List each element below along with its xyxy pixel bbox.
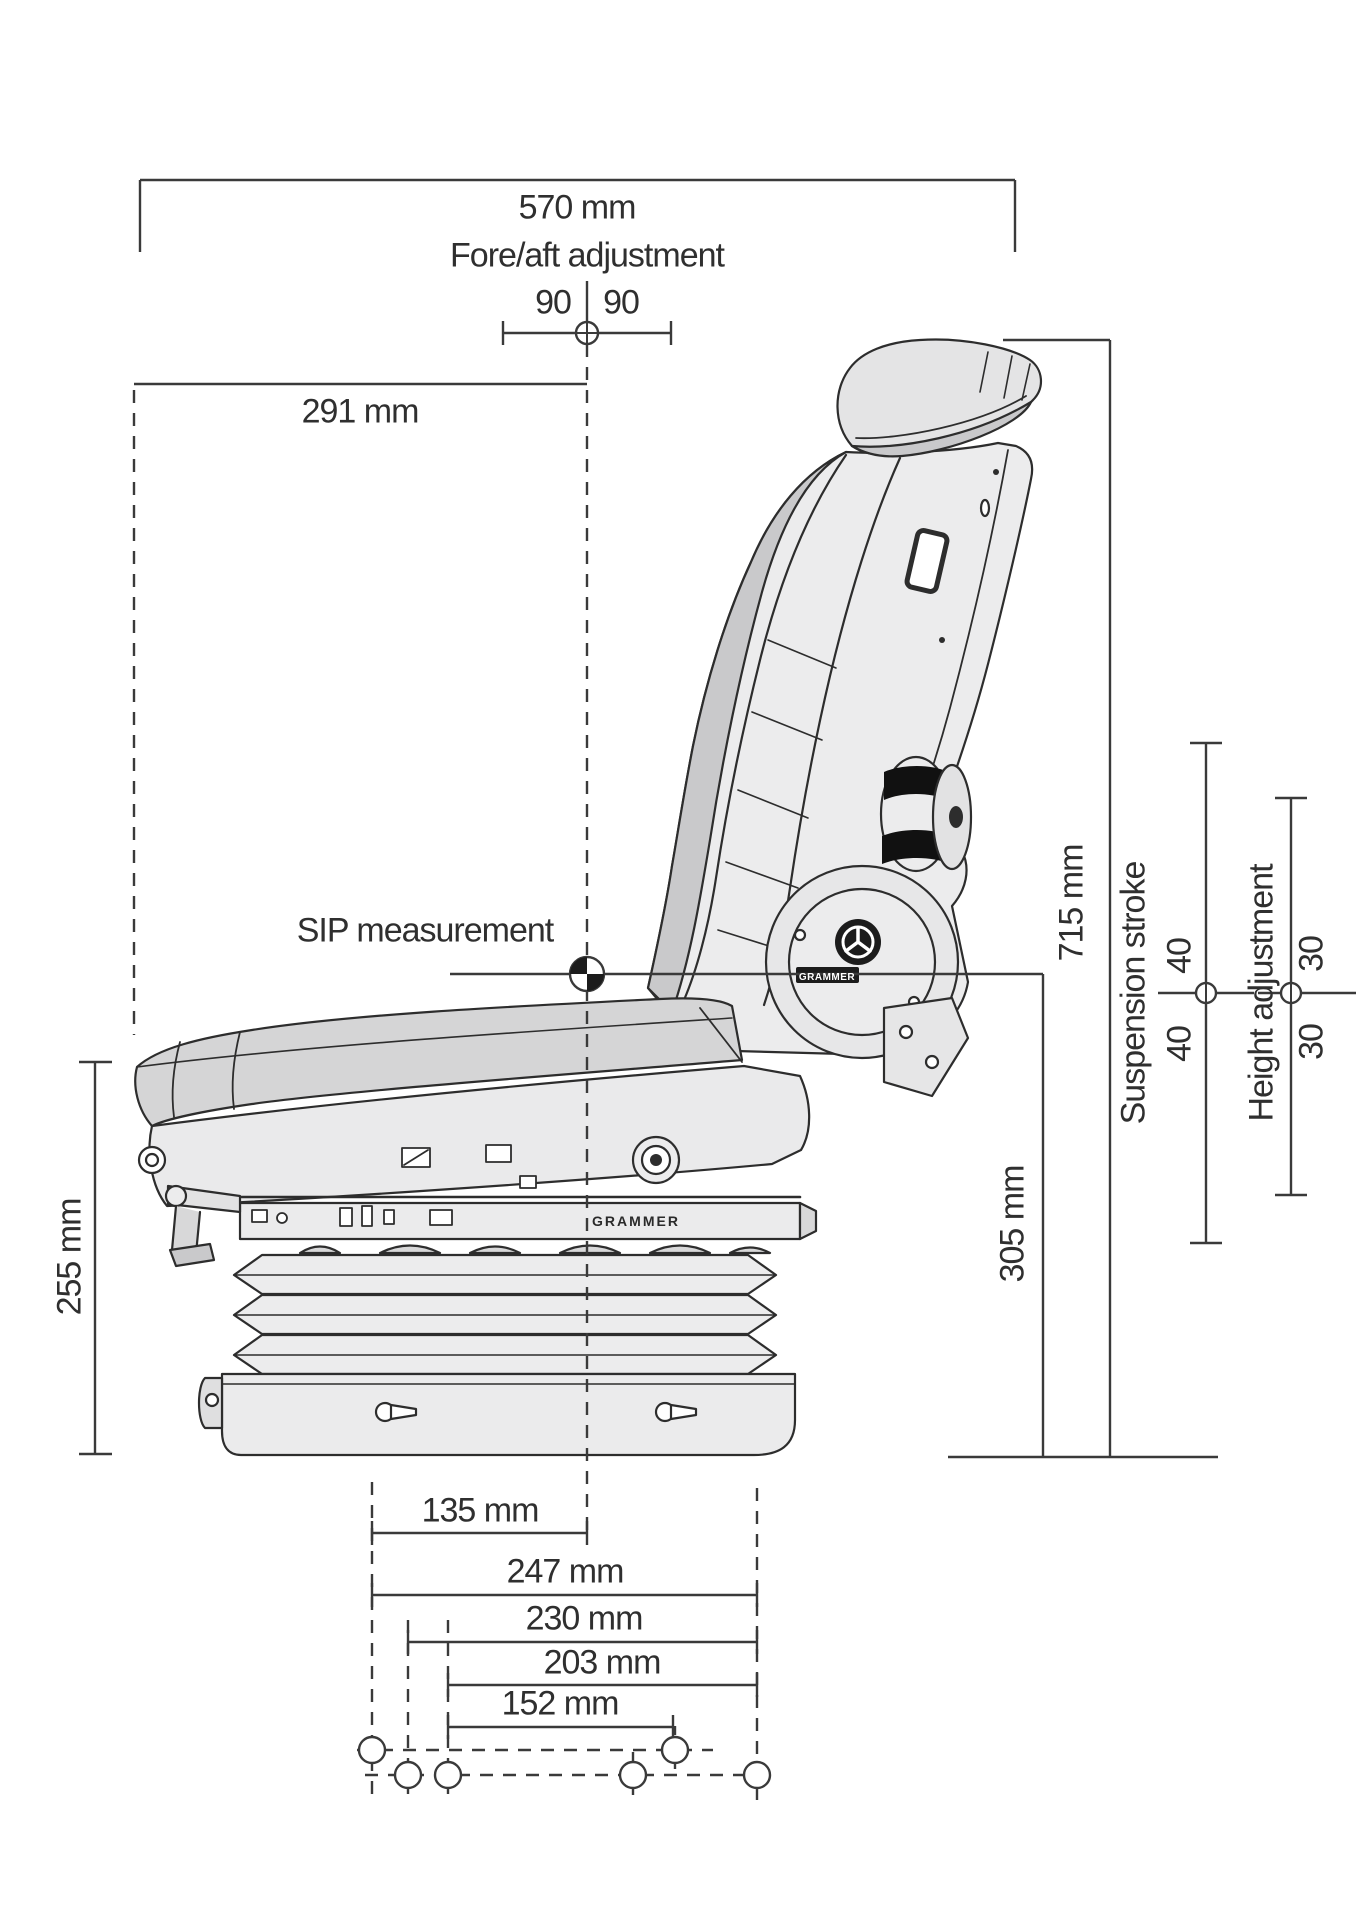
backrest-label-slot xyxy=(904,528,950,594)
dim-135-label: 135 mm xyxy=(421,1491,540,1530)
scissor-feet xyxy=(298,1244,772,1255)
keyhole-slot xyxy=(654,1401,698,1423)
dim-fore-aft xyxy=(501,281,673,350)
dim-sip-height-label: 305 mm xyxy=(993,1165,1032,1283)
dim-230-label: 230 mm xyxy=(525,1599,644,1638)
dim-203 xyxy=(446,1673,759,1697)
height-adj-down-value: 30 xyxy=(1292,1024,1331,1060)
dim-291 xyxy=(132,382,587,1035)
rail-brand-badge: GRAMMER xyxy=(592,1213,680,1229)
sip-point-icon xyxy=(568,955,606,993)
mount-hole-rows xyxy=(357,1726,772,1797)
dim-sip-305 xyxy=(450,972,1045,1457)
dim-570 xyxy=(138,178,1017,252)
sip-measurement-label: SIP measurement xyxy=(296,911,555,950)
fore-aft-adjustment-label: Fore/aft adjustment xyxy=(450,236,725,275)
dim-247-label: 247 mm xyxy=(506,1552,625,1591)
mount-hole xyxy=(357,1735,387,1765)
suspension-stroke-label: Suspension stroke xyxy=(1114,861,1153,1125)
dim-152 xyxy=(446,1715,675,1739)
height-adj-up-value: 30 xyxy=(1292,936,1331,972)
seat-illustration xyxy=(134,338,1042,1457)
dim-152-label: 152 mm xyxy=(501,1684,620,1723)
dim-suspension-stroke xyxy=(1158,741,1254,1245)
dim-203-label: 203 mm xyxy=(543,1643,662,1682)
fore-aft-right-value: 90 xyxy=(603,283,640,322)
suspension-bellows xyxy=(232,1253,778,1376)
base-frame xyxy=(197,1372,797,1457)
fore-aft-left-value: 90 xyxy=(535,283,572,322)
seat-cushion xyxy=(134,997,811,1208)
suspension-down-value: 40 xyxy=(1160,1026,1199,1062)
suspension-up-value: 40 xyxy=(1160,938,1199,974)
height-adjustment-label: Height adjustment xyxy=(1242,864,1281,1122)
dim-front-height-label: 255 mm xyxy=(50,1198,89,1316)
dim-top-width-label: 570 mm xyxy=(518,188,637,227)
dim-255 xyxy=(79,1060,112,1456)
dim-230 xyxy=(406,1630,759,1654)
suspension-bearing xyxy=(631,1135,681,1185)
mount-hole xyxy=(618,1760,648,1790)
mount-hole xyxy=(433,1760,463,1790)
recliner-knob xyxy=(879,755,973,873)
mount-hole xyxy=(660,1735,690,1765)
recliner-pivot xyxy=(699,864,970,1098)
pivot-brand-badge: GRAMMER xyxy=(799,972,856,983)
mount-hole xyxy=(393,1760,423,1790)
dim-height-adjustment xyxy=(1258,796,1356,1197)
dim-715 xyxy=(1003,338,1112,1457)
dim-total-height-label: 715 mm xyxy=(1052,844,1091,962)
dim-135 xyxy=(370,1521,589,1545)
dim-247 xyxy=(370,1583,759,1607)
dimension-lines xyxy=(79,178,1356,1800)
mount-hole xyxy=(742,1760,772,1790)
keyhole-slot xyxy=(374,1401,418,1423)
dim-upper-depth-label: 291 mm xyxy=(301,392,420,431)
headrest xyxy=(836,338,1042,458)
seat-rail xyxy=(164,1184,818,1268)
